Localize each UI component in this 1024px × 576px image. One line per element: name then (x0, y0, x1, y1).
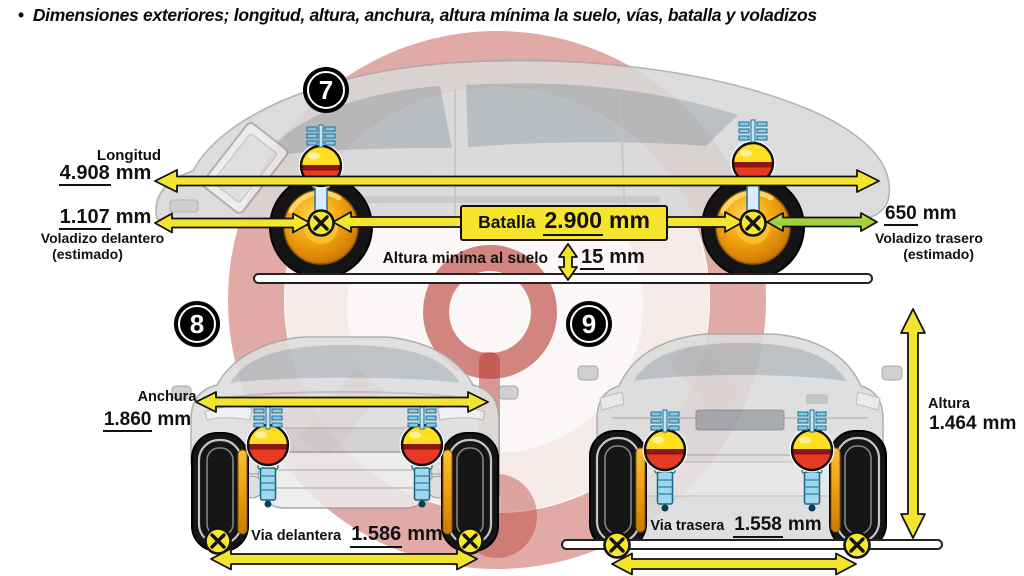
front-overhang-label: Voladizo delantero (40, 230, 165, 246)
wheel-center-icon (306, 208, 336, 238)
suspension-icon (650, 409, 680, 433)
ball-marker-icon (641, 426, 689, 474)
mirror-left (577, 365, 599, 381)
front-overhang-note: (estimado) (52, 246, 123, 262)
page-title: • Dimensiones exteriores; longitud, altur… (18, 5, 1016, 26)
bullet-icon: • (18, 5, 24, 25)
ground-clearance-label: Altura minima al suelo (382, 250, 548, 267)
step-badge-7: 7 (303, 67, 349, 113)
suspension-icon (253, 406, 283, 430)
rear-track-arrow (611, 552, 857, 576)
ground-clearance-arrow (558, 243, 578, 281)
width-label: Anchura (137, 389, 197, 405)
mirror-left (171, 385, 192, 400)
suspension-icon (797, 409, 827, 433)
step-badge-9: 9 (566, 301, 612, 347)
wheel-center-icon (738, 208, 768, 238)
height-label: Altura (928, 396, 970, 412)
title-text: Dimensiones exteriores; longitud, altura… (32, 5, 817, 25)
rear-overhang-arrow (766, 212, 878, 232)
rear-overhang-note: (estimado) (903, 246, 974, 262)
length-arrow (154, 169, 880, 193)
height-arrow (900, 308, 926, 539)
suspension-icon (306, 124, 336, 148)
mirror-right (498, 385, 519, 400)
rear-overhang-label: Voladizo trasero (875, 230, 983, 246)
step-badge-8: 8 (174, 301, 220, 347)
suspension-icon (407, 406, 437, 430)
width-arrow (195, 391, 489, 413)
ball-marker-icon (788, 426, 836, 474)
suspension-icon (738, 119, 768, 143)
mirror-right (881, 365, 903, 381)
model-badge (806, 394, 828, 404)
length-label: Longitud (96, 147, 162, 164)
front-track-arrow (210, 547, 478, 571)
ground-line-side (253, 273, 873, 284)
